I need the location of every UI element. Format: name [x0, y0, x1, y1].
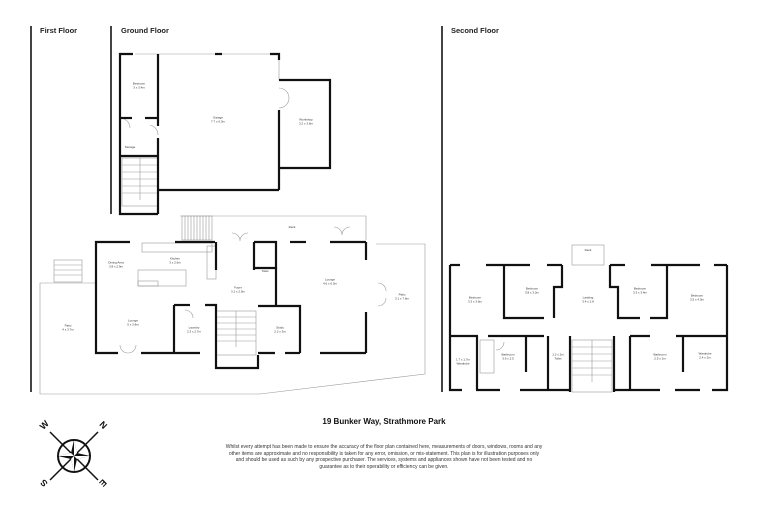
room-name: Deck	[584, 248, 592, 253]
room-size: 3.3 x 3.4m	[632, 290, 648, 294]
room-name: Bedroom	[468, 295, 482, 300]
room-name: Deck	[288, 225, 296, 230]
room-size: 2.4 x 2m	[699, 355, 711, 359]
room-size: 3 x 2.6m	[169, 260, 181, 264]
room-size: 3 x 3.4m	[133, 85, 145, 89]
room-size: 3.3 x 3.6m	[467, 299, 483, 303]
room-size: 3.1 x 7.6m	[394, 296, 410, 300]
room-label-deck-second: Deck	[585, 249, 592, 253]
room-name: Bedroom	[132, 81, 146, 86]
room-size: 1.2 x 2m	[552, 352, 564, 357]
room-size: 3.4 x 2.8	[582, 299, 594, 303]
room-name: Patio	[64, 323, 72, 328]
room-size: 4 x 3.7m	[62, 327, 74, 331]
room-size: 3.5 x 4.3m	[689, 297, 705, 301]
room-name: Wardrobe	[698, 351, 712, 356]
room-size: 7.7 x 6.3m	[210, 119, 226, 123]
disclaimer-text: Whilst every attempt has been made to en…	[225, 444, 543, 470]
room-name: Storage	[124, 145, 136, 150]
ground-floor-title: Ground Floor	[121, 26, 169, 35]
second-floor-divider	[441, 26, 443, 392]
room-name: Foyer	[234, 285, 242, 290]
room-name: Lounge	[324, 277, 336, 282]
room-name: Workshop	[299, 117, 313, 122]
first-floor-title: First Floor	[40, 26, 78, 35]
room-size: 4.6 x 6.3m	[322, 281, 338, 285]
room-name: Wardrobe	[456, 361, 470, 365]
room-label-storage: Storage	[125, 146, 136, 150]
room-size: 3.8 x 3.2m	[524, 290, 540, 294]
ground-floor-divider	[110, 26, 112, 214]
room-name: Toilet	[554, 356, 562, 360]
room-name: Dining Area	[108, 260, 124, 265]
first-floor-divider	[30, 26, 32, 392]
compass-rose-icon: W N S E	[38, 418, 110, 492]
room-name: Bathroom	[653, 352, 667, 357]
room-name: Laundry	[188, 325, 200, 330]
room-size: 3.2 x 3.6m	[298, 121, 314, 125]
compass-graphic	[49, 431, 99, 481]
room-name: Patio	[398, 292, 406, 297]
room-name: Landing	[582, 295, 594, 300]
room-name: Garage	[212, 115, 224, 120]
room-name: Study	[276, 325, 284, 330]
room-size: 2.5 x 2m	[654, 356, 666, 360]
room-name: Kitchen	[169, 256, 181, 261]
room-label-deck: Deck	[289, 226, 296, 230]
room-size: 3.6 x 2.5	[502, 356, 514, 360]
room-name: Toilet	[261, 269, 269, 274]
room-name: Bathroom	[501, 352, 515, 357]
room-name: Bedroom	[690, 293, 704, 298]
room-name: Bedroom	[525, 286, 539, 291]
room-label-toilet: Toilet	[261, 270, 268, 274]
room-size: 2.3 x 2.7m	[186, 329, 202, 333]
room-size: 3.8 x 2.9m	[108, 264, 124, 268]
room-size: 2.2 x 3m	[274, 329, 286, 333]
room-size: 1.7 x 1.7m	[455, 357, 471, 362]
room-name: Bedroom	[633, 286, 647, 291]
property-address: 19 Bunker Way, Strathmore Park	[322, 417, 446, 426]
room-size: 5 x 3.8m	[127, 322, 139, 326]
room-size: 3.1 x 2.5m	[230, 289, 246, 293]
second-floor-title: Second Floor	[451, 26, 499, 35]
room-name: Lounge	[127, 318, 139, 323]
